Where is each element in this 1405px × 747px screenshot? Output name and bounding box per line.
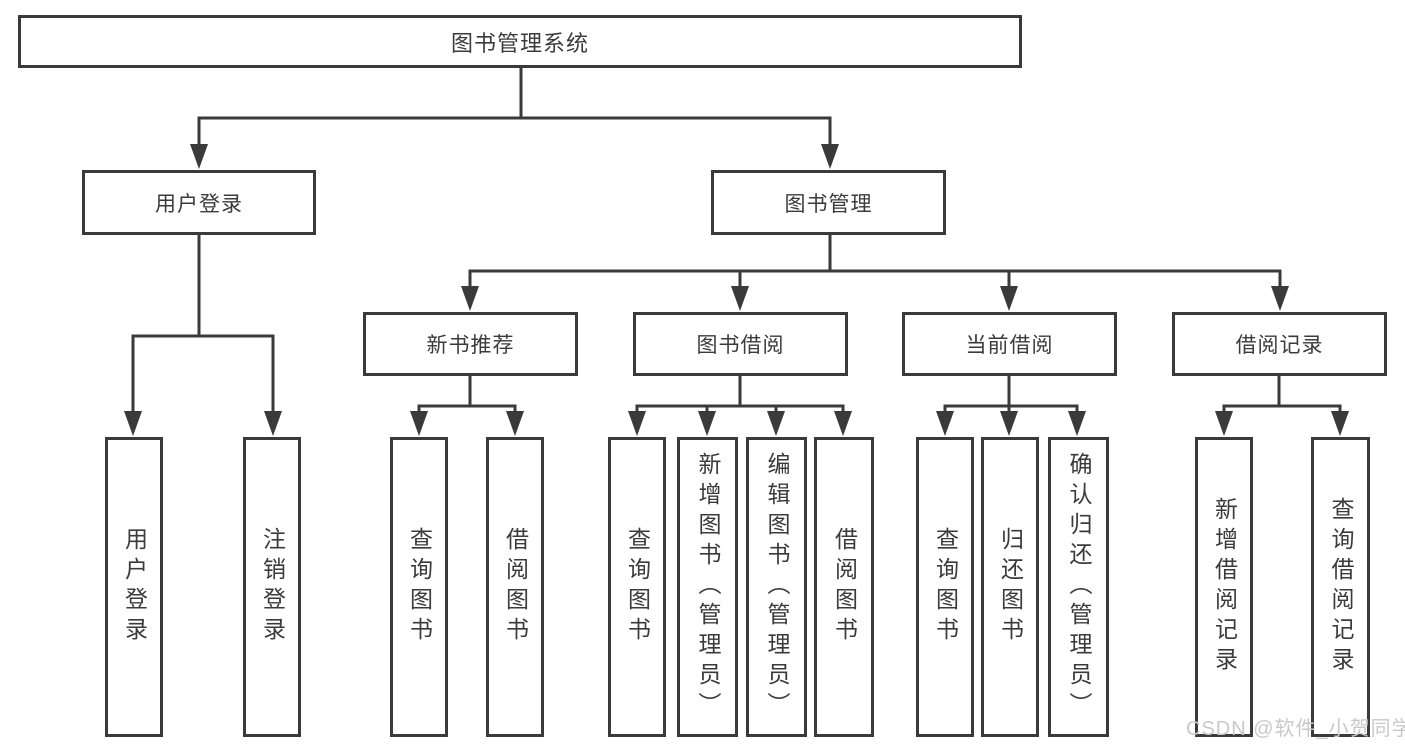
leaf-borrow-books-borrowing-label: 借阅图书: [831, 527, 858, 647]
leaf-query-borrow-record: 查询借阅记录: [1311, 437, 1370, 737]
leaf-add-books-admin: 新增图书（管理员）: [677, 437, 738, 737]
leaf-query-books-current-label: 查询图书: [932, 527, 959, 647]
node-borrowing-records: 借阅记录: [1172, 312, 1387, 376]
connector-recommend-branch: [417, 376, 517, 415]
leaf-query-books-borrowing-label: 查询图书: [624, 527, 651, 647]
connector-login-branch: [131, 235, 275, 413]
leaf-edit-books-admin: 编辑图书（管理员）: [746, 437, 807, 737]
leaf-logout: 注销登录: [243, 437, 301, 737]
node-current-borrowing: 当前借阅: [902, 312, 1117, 376]
node-book-borrowing: 图书借阅: [633, 312, 848, 376]
node-root: 图书管理系统: [18, 15, 1022, 68]
leaf-logout-label: 注销登录: [259, 527, 286, 647]
leaf-borrow-books-borrowing: 借阅图书: [814, 437, 874, 737]
leaf-query-books-current: 查询图书: [916, 437, 974, 737]
arrowheads: [124, 144, 1349, 436]
leaf-add-books-admin-label: 新增图书（管理员）: [695, 452, 721, 722]
leaf-return-books: 归还图书: [981, 437, 1039, 737]
leaf-add-borrow-record: 新增借阅记录: [1195, 437, 1253, 737]
connector-current-branch: [943, 376, 1079, 415]
leaf-borrow-books-recommend: 借阅图书: [486, 437, 544, 737]
leaf-query-books-recommend-label: 查询图书: [406, 527, 433, 647]
leaf-query-books-borrowing: 查询图书: [608, 437, 666, 737]
csdn-watermark: CSDN @软件_小贺同学: [1186, 718, 1405, 740]
leaf-confirm-return-admin-label: 确认归还（管理员）: [1066, 452, 1092, 722]
leaf-edit-books-admin-label: 编辑图书（管理员）: [764, 452, 790, 722]
leaf-query-borrow-record-label: 查询借阅记录: [1328, 497, 1354, 677]
leaf-user-login-label: 用户登录: [121, 527, 148, 647]
leaf-add-borrow-record-label: 新增借阅记录: [1211, 497, 1238, 677]
connector-mgmt-branch: [468, 235, 1282, 289]
node-book-management: 图书管理: [711, 170, 946, 235]
connector-borrowing-branch: [635, 376, 845, 415]
node-new-book-recommend: 新书推荐: [363, 312, 578, 376]
leaf-borrow-books-recommend-label: 借阅图书: [502, 527, 529, 647]
leaf-confirm-return-admin: 确认归还（管理员）: [1048, 437, 1109, 737]
leaf-return-books-label: 归还图书: [997, 527, 1024, 647]
leaf-query-books-recommend: 查询图书: [390, 437, 448, 737]
connector-records-branch: [1222, 376, 1342, 415]
node-user-login: 用户登录: [82, 170, 316, 235]
leaf-user-login: 用户登录: [105, 437, 163, 737]
connector-root: [197, 67, 832, 147]
